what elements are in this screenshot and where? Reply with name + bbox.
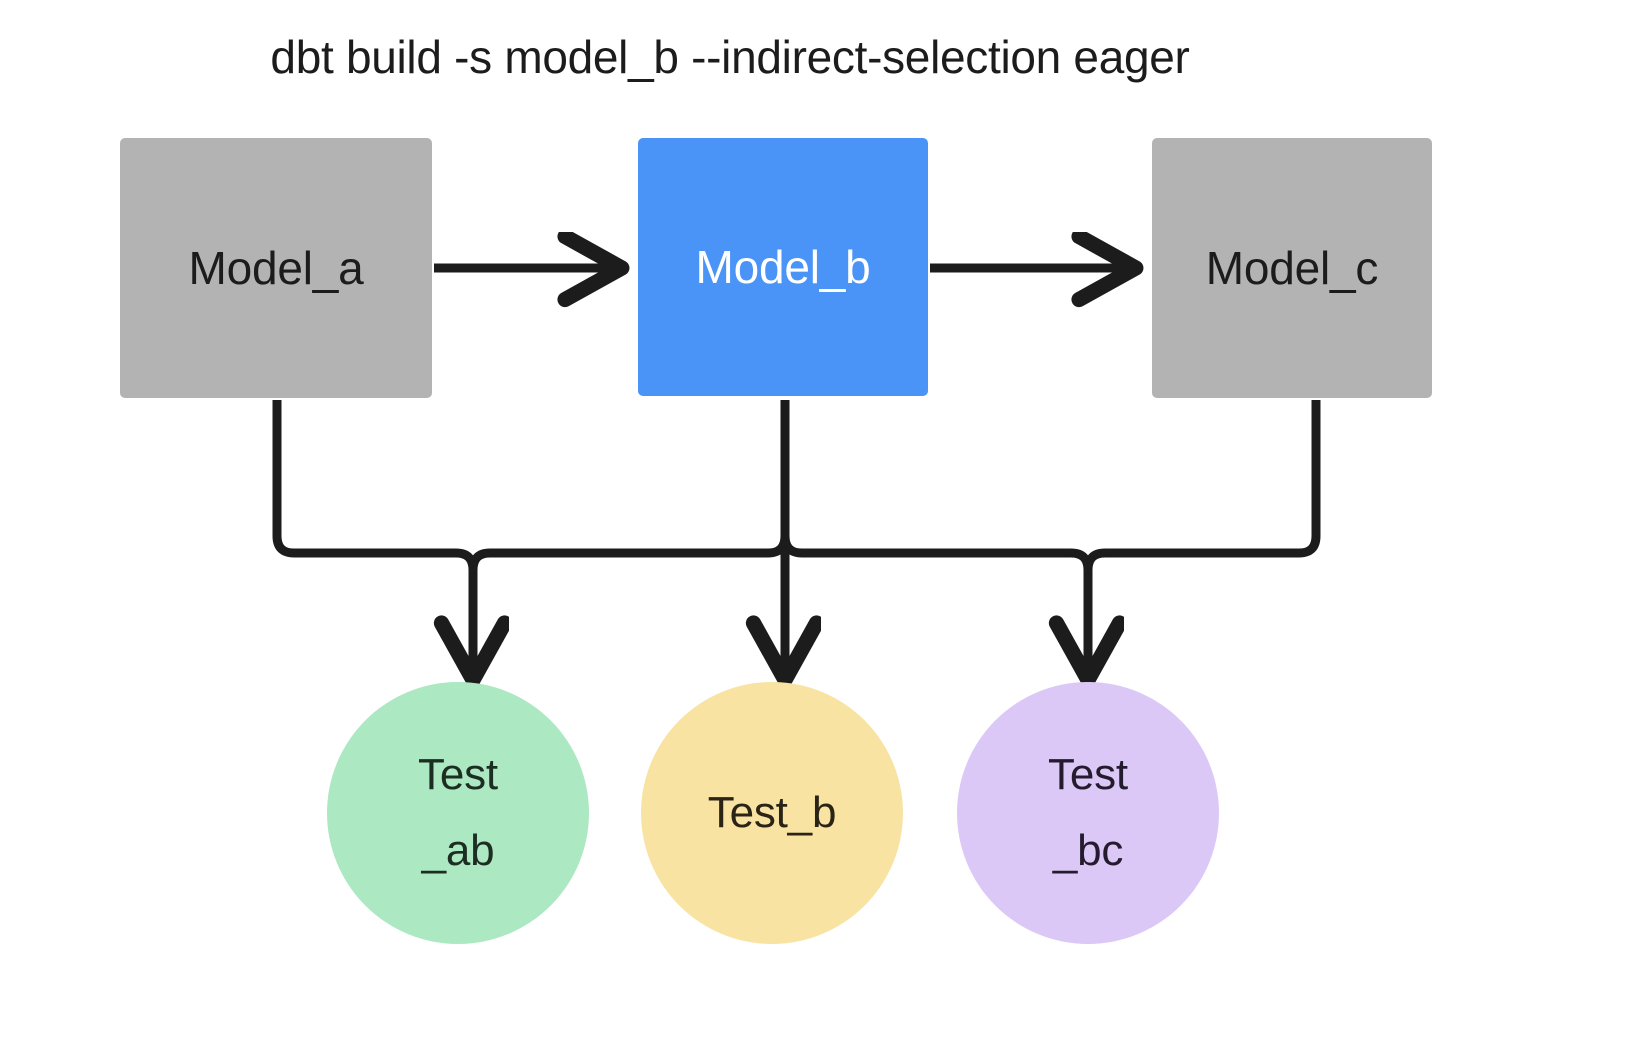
node-test-bc-label-line2: _bc — [1052, 826, 1124, 875]
node-model-b[interactable]: Model_b — [638, 138, 928, 396]
node-model-b-label: Model_b — [695, 241, 871, 293]
node-test-ab-label-line2: _ab — [421, 826, 495, 875]
node-model-c[interactable]: Model_c — [1152, 138, 1432, 398]
edge-model-b-to-test-ab — [468, 400, 790, 571]
node-test-b[interactable]: Test_b — [641, 682, 903, 944]
node-model-a-label: Model_a — [188, 242, 364, 294]
node-model-a[interactable]: Model_a — [120, 138, 432, 398]
node-test-bc-label-line1: Test — [1048, 750, 1128, 800]
node-test-ab[interactable]: Test _ab — [327, 682, 589, 944]
node-test-b-label-line1: Test_b — [707, 788, 837, 838]
edge-model-b-to-test-bc — [780, 400, 1088, 678]
node-model-c-label: Model_c — [1205, 242, 1379, 294]
diagram-title: dbt build -s model_b --indirect-selectio… — [270, 31, 1190, 83]
edge-model-c-to-test-bc — [1083, 400, 1321, 571]
node-test-bc[interactable]: Test _bc — [957, 682, 1219, 944]
node-test-ab-label-line1: Test — [418, 750, 498, 800]
edge-model-a-to-test-ab — [272, 400, 473, 678]
